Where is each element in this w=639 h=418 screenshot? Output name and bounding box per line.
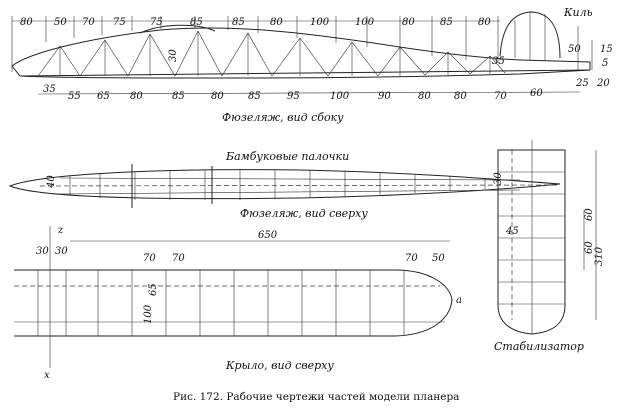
side-bottom-dim: 100	[330, 91, 350, 102]
wing-tip-dim: 70	[405, 253, 418, 264]
fin-dim: 35	[492, 56, 505, 67]
side-top-dim: 80	[270, 17, 283, 28]
wing-span-dim: 650	[258, 230, 278, 241]
side-bottom-dim: 90	[378, 91, 391, 102]
side-top-dim: 100	[310, 17, 330, 28]
bamboo-sticks-label: Бамбуковые палочки	[225, 150, 349, 163]
tail-dim: 50	[568, 44, 581, 55]
side-bottom-dim: 35	[43, 84, 56, 95]
stabilizer-dim: 60	[584, 241, 595, 254]
side-bottom-dim: 55	[68, 91, 81, 102]
wing-tip-dim: 50	[432, 253, 445, 264]
side-top-dim: 75	[113, 17, 126, 28]
wing-rib-dim: 70	[172, 253, 185, 264]
stabilizer-dim: 60	[584, 208, 595, 221]
axis-label-top: z	[57, 225, 64, 236]
tail-dim: 5	[602, 58, 608, 69]
fuselage-top-left-dim: 40	[46, 175, 57, 189]
side-top-dim: 70	[82, 17, 95, 28]
tail-dim: 20	[596, 78, 610, 89]
side-bottom-dim: 95	[287, 91, 300, 102]
figure-caption: Рис. 172. Рабочие чертежи частей модели …	[173, 391, 459, 403]
wing-top-view: z x 650 30 30 70 70 70 50 65 1	[14, 225, 462, 381]
side-top-dim: 85	[440, 17, 453, 28]
side-bottom-dim: 80	[418, 91, 431, 102]
stabilizer-chord-dim: 45	[505, 226, 519, 237]
side-bottom-dim: 80	[130, 91, 143, 102]
side-bottom-dim: 70	[494, 91, 507, 102]
tail-dim: 25	[575, 78, 589, 89]
fuselage-top-view: Бамбуковые палочки 40 30 Фюзеляж, вид св…	[8, 150, 561, 220]
side-top-dim: 80	[20, 17, 33, 28]
wing-rib-dim: 70	[143, 253, 156, 264]
side-height-dim: 30	[168, 49, 179, 62]
side-top-dim: 85	[232, 17, 245, 28]
fuselage-side-label: Фюзеляж, вид сбоку	[222, 111, 344, 124]
axis-label-bottom: x	[44, 370, 50, 381]
stabilizer-view: 45 60 60 310 Стабилизатор	[494, 140, 605, 353]
side-top-dim: 85	[190, 17, 203, 28]
wing-left-dim: 30	[36, 246, 49, 257]
side-bottom-dim: 85	[248, 91, 261, 102]
side-bottom-dim: 60	[530, 88, 543, 99]
side-top-dim: 80	[478, 17, 491, 28]
section-a-label: а	[456, 295, 462, 306]
side-bottom-dim: 65	[97, 91, 110, 102]
side-top-dim: 100	[355, 17, 375, 28]
side-top-dim: 75	[150, 17, 163, 28]
wing-chord-dim: 65	[148, 283, 159, 296]
wing-left-dim: 30	[55, 246, 68, 257]
side-bottom-dim: 80	[454, 91, 467, 102]
wing-top-label: Крыло, вид сверху	[225, 359, 334, 372]
fuselage-top-label: Фюзеляж, вид сверху	[240, 207, 368, 220]
wing-chord-dim: 100	[143, 304, 154, 324]
side-bottom-dim: 80	[211, 91, 224, 102]
side-top-dim: 80	[402, 17, 415, 28]
fuselage-side-view: 80 50 70 75 75 85 85 80 100 100 80 85 80	[11, 6, 613, 124]
stabilizer-dim: 310	[594, 246, 605, 266]
side-bottom-dim: 85	[172, 91, 185, 102]
side-top-dim: 50	[54, 17, 67, 28]
tail-dim: 15	[600, 44, 613, 55]
stabilizer-label: Стабилизатор	[494, 340, 584, 353]
fin-label: Киль	[563, 6, 593, 19]
